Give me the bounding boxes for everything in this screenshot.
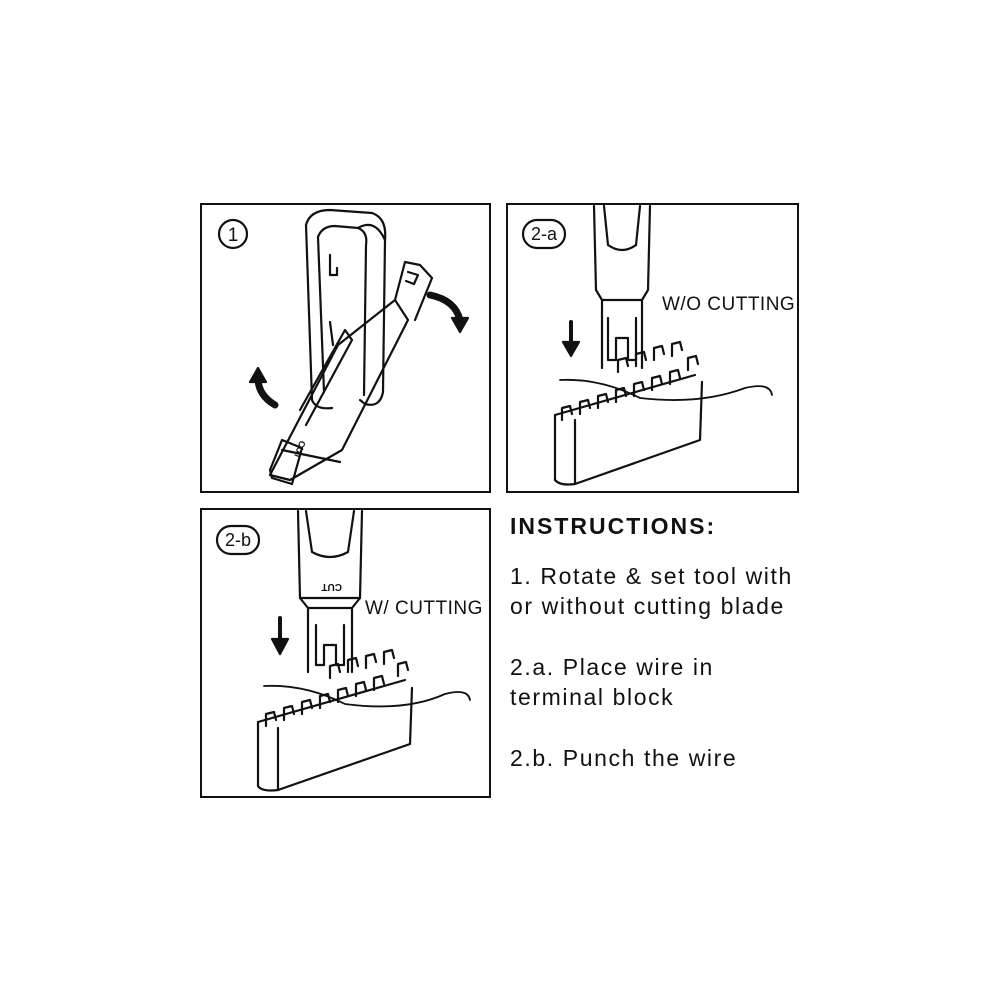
cut-marking: CUT xyxy=(292,439,308,460)
instruction-step-2a: 2.a. Place wire in terminal block xyxy=(510,652,714,712)
down-arrow-icon xyxy=(561,320,581,358)
step-line: terminal block xyxy=(510,684,675,710)
rotate-arrow-left-icon xyxy=(248,366,279,409)
step-line: or without cutting blade xyxy=(510,593,785,619)
without-cutting-caption: W/O CUTTING xyxy=(662,294,796,315)
badge-label: 1 xyxy=(228,225,239,246)
step-line: 1. Rotate & set tool with xyxy=(510,563,793,589)
badge-label: 2-b xyxy=(225,530,251,550)
step-2a-badge: 2-a xyxy=(521,218,567,250)
instruction-step-2b: 2.b. Punch the wire xyxy=(510,743,737,773)
terminal-block-illustration xyxy=(553,340,773,486)
cut-marking: CUT xyxy=(321,581,342,592)
rotate-arrow-right-icon xyxy=(426,291,470,334)
punch-tool-illustration xyxy=(592,204,652,370)
punch-tool-cutting-illustration: CUT xyxy=(296,509,364,674)
with-cutting-caption: W/ CUTTING xyxy=(365,598,483,619)
step-line: 2.b. Punch the wire xyxy=(510,745,738,771)
down-arrow-icon xyxy=(270,616,290,656)
step-2b-badge: 2-b xyxy=(215,524,261,556)
step-line: 2.a. Place wire in xyxy=(510,654,714,680)
badge-label: 2-a xyxy=(531,224,558,244)
instruction-step-1: 1. Rotate & set tool with or without cut… xyxy=(510,561,793,621)
terminal-block-illustration xyxy=(256,648,471,792)
step-2b-panel xyxy=(200,508,491,798)
step-1-badge: 1 xyxy=(217,218,249,250)
punch-tool-rotating-illustration: CUT xyxy=(268,208,434,486)
instructions-heading: INSTRUCTIONS: xyxy=(510,513,717,539)
